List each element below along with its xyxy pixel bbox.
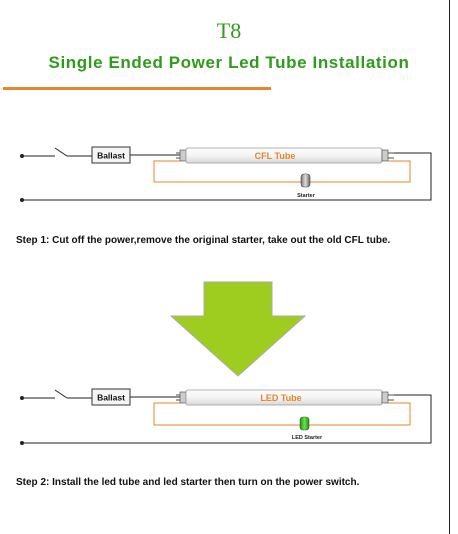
- ballast-label: Ballast: [97, 151, 125, 161]
- starter-label: Starter: [297, 193, 316, 199]
- diagram-led: Ballast LED Tube LED Starter: [20, 388, 432, 445]
- page-title: Single Ended Power Led Tube Installation: [48, 53, 410, 72]
- neutral-wire-2: [24, 394, 432, 444]
- starter-icon: [300, 173, 311, 188]
- led-tube-label: LED Tube: [260, 393, 301, 403]
- power-switch-2: [54, 389, 68, 399]
- step2-text: Step 2: Install the led tube and led sta…: [16, 477, 360, 488]
- power-switch: [54, 147, 68, 157]
- title-underline: [3, 87, 271, 90]
- led-tube-end-cap-left: [179, 391, 187, 404]
- led-starter-circuit: [153, 402, 411, 426]
- led-tube-end-cap-right: [381, 391, 389, 404]
- led-starter-icon: [299, 416, 310, 431]
- neutral-wire: [24, 152, 432, 201]
- led-starter-label: LED Starter: [292, 435, 323, 441]
- tube-end-cap-left: [179, 149, 187, 162]
- tube-end-cap-right: [381, 149, 389, 162]
- step1-text: Step 1: Cut off the power,remove the ori…: [16, 235, 391, 246]
- diagram-cfl: Ballast CFL Tube Starter: [20, 146, 432, 202]
- power-wire-top: [20, 147, 92, 158]
- page-right-border: [449, 0, 450, 534]
- t8-title: T8: [216, 18, 242, 43]
- ballast-label-2: Ballast: [97, 393, 125, 403]
- down-arrow-icon: [169, 281, 307, 377]
- starter-circuit: [153, 160, 411, 183]
- cfl-tube-label: CFL Tube: [255, 151, 296, 161]
- power-wire-top-2: [20, 389, 92, 400]
